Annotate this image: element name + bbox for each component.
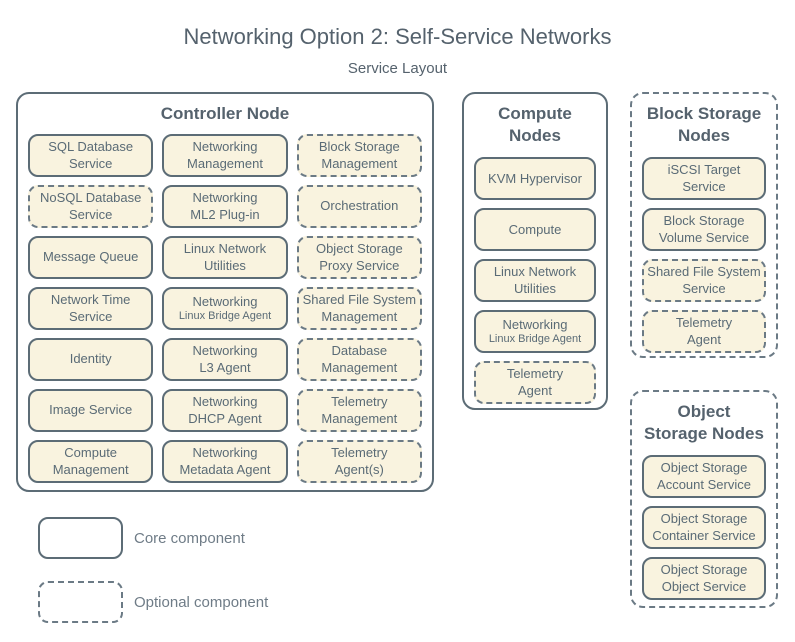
block-storage-nodes-group: Block Storage Nodes iSCSI Target Service… xyxy=(630,92,778,358)
service-label: Networking Metadata Agent xyxy=(179,445,271,477)
service-box-core: KVM Hypervisor xyxy=(474,157,596,201)
service-label: Networking Management xyxy=(187,139,263,171)
legend-optional-label: Optional component xyxy=(134,593,269,611)
service-label: Message Queue xyxy=(42,249,139,265)
service-label: Networking L3 Agent xyxy=(192,343,258,375)
controller-node-title: Controller Node xyxy=(160,104,290,123)
service-label: Linux Network Utilities xyxy=(493,264,577,296)
service-box-core: Block Storage Volume Service xyxy=(642,208,766,252)
diagram-title: Networking Option 2: Self-Service Networ… xyxy=(183,24,612,49)
service-box-core: Compute xyxy=(474,208,596,252)
service-box-optional: Shared File System Service xyxy=(642,259,766,303)
object-storage-nodes-group: Object Storage Nodes Object Storage Acco… xyxy=(630,390,778,608)
service-box-optional: Database Management xyxy=(296,338,422,382)
service-box-core: Networking L3 Agent xyxy=(162,338,288,382)
legend-optional-swatch xyxy=(38,581,123,623)
service-box-core: Message Queue xyxy=(28,236,154,280)
service-box-core: iSCSI Target Service xyxy=(642,157,766,201)
service-box-core: Identity xyxy=(28,338,154,382)
service-label: NoSQL Database Service xyxy=(39,190,142,222)
service-label: Block Storage Volume Service xyxy=(658,213,750,245)
service-sublabel: Linux Bridge Agent xyxy=(178,310,272,323)
service-box-core: Object Storage Account Service xyxy=(642,455,766,499)
service-label: Networking ML2 Plug-in xyxy=(190,190,260,222)
service-box-core: SQL Database Service xyxy=(28,134,154,178)
service-label: Object Storage Account Service xyxy=(657,460,751,492)
service-label: iSCSI Target Service xyxy=(667,162,741,194)
service-box-core: Networking Metadata Agent xyxy=(162,440,288,484)
service-box-core: Object Storage Object Service xyxy=(642,557,766,601)
service-box-optional: NoSQL Database Service xyxy=(28,185,154,229)
legend-core-swatch xyxy=(38,517,123,559)
block-storage-nodes-title: Block Storage Nodes xyxy=(646,104,762,146)
service-label: Networking xyxy=(192,294,258,310)
service-label: Object Storage Container Service xyxy=(652,511,756,543)
service-label: Image Service xyxy=(49,402,133,418)
service-label: Telemetry Management xyxy=(321,394,398,426)
service-box-core: Object Storage Container Service xyxy=(642,506,766,550)
service-box-core: Image Service xyxy=(28,389,154,433)
service-label: Database Management xyxy=(321,343,398,375)
service-box-optional: Block Storage Management xyxy=(296,134,422,178)
service-label: Identity xyxy=(69,351,112,367)
service-box-optional: Object Storage Proxy Service xyxy=(296,236,422,280)
legend-core-row: Core component xyxy=(38,517,245,559)
service-label: Block Storage Management xyxy=(318,139,400,171)
service-label: Linux Network Utilities xyxy=(183,241,267,273)
service-label: Orchestration xyxy=(320,198,399,214)
legend-core-label: Core component xyxy=(134,529,245,547)
service-label: Object Storage Proxy Service xyxy=(315,241,403,273)
service-label: Compute xyxy=(508,221,562,237)
service-box-optional: Shared File System Management xyxy=(296,287,422,331)
compute-nodes-title: Compute Nodes xyxy=(498,104,572,146)
service-box-core: Compute Management xyxy=(28,440,154,484)
controller-node-service-list: SQL Database Service Networking Managemen… xyxy=(18,125,432,484)
service-label: Telemetry Agent(s) xyxy=(331,445,388,477)
service-label: Networking DHCP Agent xyxy=(188,394,262,426)
service-label: Telemetry Agent xyxy=(506,366,564,398)
service-label: Shared File System Service xyxy=(647,264,761,296)
service-box-core: Linux Network Utilities xyxy=(474,259,596,303)
service-label: Network Time Service xyxy=(50,292,131,324)
service-box-core: Network Time Service xyxy=(28,287,154,331)
service-box-optional: Telemetry Agent xyxy=(642,310,766,354)
service-box-optional: Telemetry Management xyxy=(296,389,422,433)
service-label: Networking xyxy=(502,317,568,333)
service-label: KVM Hypervisor xyxy=(488,170,582,186)
service-label: Telemetry Agent xyxy=(675,315,733,347)
diagram-subtitle: Service Layout xyxy=(347,60,448,77)
service-label: Compute Management xyxy=(52,445,129,477)
legend-optional-row: Optional component xyxy=(38,581,268,623)
object-storage-nodes-title: Object Storage Nodes xyxy=(644,402,764,444)
service-box-core: Networking ML2 Plug-in xyxy=(162,185,288,229)
service-sublabel: Linux Bridge Agent xyxy=(488,333,582,346)
service-label: Object Storage Object Service xyxy=(660,562,748,594)
service-box-optional: Telemetry Agent xyxy=(474,361,596,405)
service-box-core: Networking Management xyxy=(162,134,288,178)
service-box-optional: Orchestration xyxy=(296,185,422,229)
service-label: Shared File System Management xyxy=(302,292,417,324)
service-box-optional: Telemetry Agent(s) xyxy=(296,440,422,484)
service-box-core: Linux Network Utilities xyxy=(162,236,288,280)
service-label: SQL Database Service xyxy=(48,139,134,171)
service-box-core: Networking DHCP Agent xyxy=(162,389,288,433)
